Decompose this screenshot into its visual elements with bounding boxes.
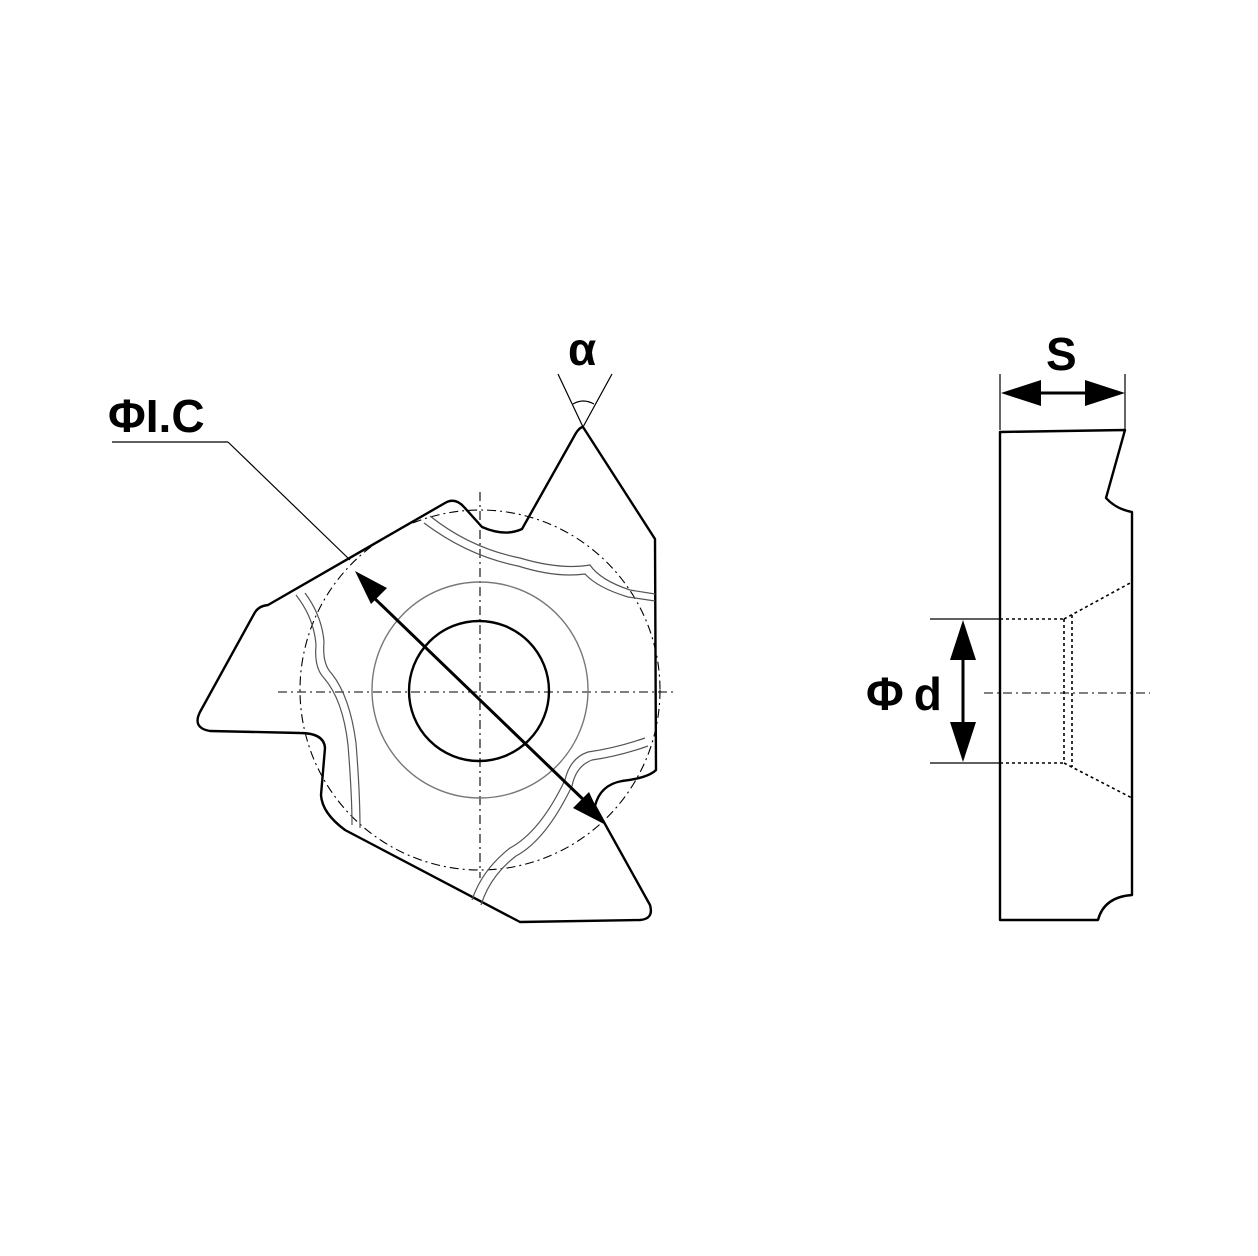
side-outline: [998, 428, 1134, 922]
ic-diameter-dimension: ΦI.C: [108, 390, 604, 824]
hole-diameter-label: Φd: [866, 668, 952, 720]
thickness-dimension: S: [999, 328, 1126, 430]
insert-side-view: S Φd: [866, 328, 1150, 922]
hole-diameter-dimension: Φd: [866, 618, 1000, 764]
counterbore-circle: [371, 581, 589, 799]
center-hole: [407, 619, 551, 763]
insert-front-view: α ΦI.C: [108, 323, 674, 924]
inscribed-circle: [299, 509, 661, 871]
thickness-label: S: [1046, 328, 1077, 380]
chip-breaker-grooves: [295, 515, 656, 906]
countersink-hidden-lines: [1000, 581, 1133, 799]
tip-angle-dimension: α: [557, 323, 613, 428]
insert-outline: [196, 425, 658, 924]
ic-label: ΦI.C: [108, 390, 205, 442]
angle-label: α: [568, 323, 596, 375]
